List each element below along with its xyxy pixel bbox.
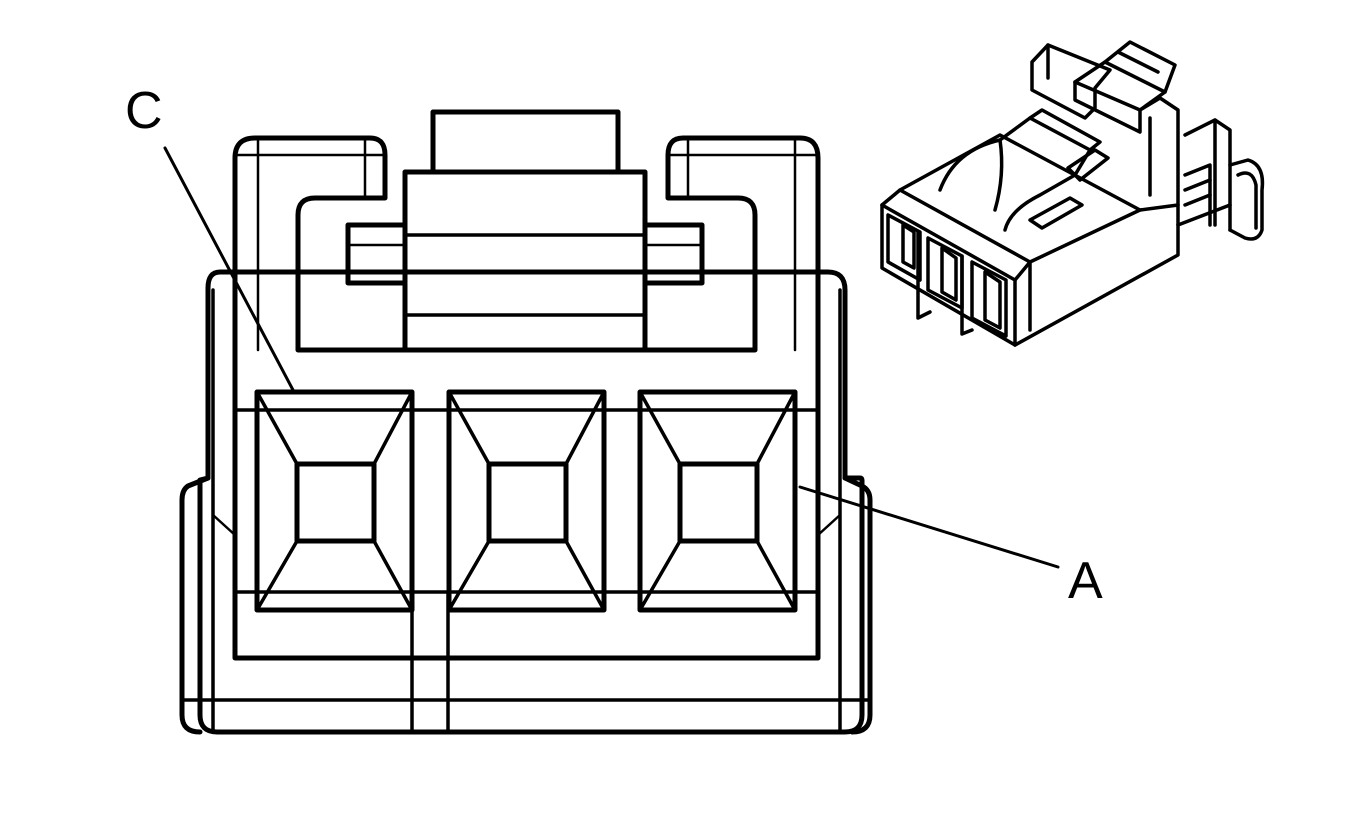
- callout-leader-a: [798, 485, 1060, 569]
- callout-a: A: [798, 485, 1103, 610]
- terminal-cavity: [637, 389, 798, 613]
- connector-isometric-view: [880, 40, 1265, 347]
- connector-upper-housing: [232, 135, 821, 661]
- terminal-cavity: [446, 389, 607, 613]
- callout-label-a: A: [1068, 552, 1103, 610]
- cavity-side-left: [211, 513, 237, 537]
- latch-top-block: [430, 109, 621, 175]
- callout-label-c: C: [125, 82, 163, 140]
- cavity-side-right: [816, 513, 842, 537]
- latch-wing-right: [642, 222, 705, 286]
- latch-wing-left: [345, 222, 408, 286]
- connector-outer-shell: [197, 269, 865, 735]
- connector-face-view: [179, 109, 873, 735]
- connector-outer-shell-lower-right: [842, 475, 873, 735]
- latch-body: [402, 169, 648, 353]
- connector-outer-shell-lower: [179, 475, 211, 735]
- callout-leader-c: [163, 146, 295, 392]
- callout-c: C: [125, 82, 295, 392]
- terminal-cavity: [254, 389, 415, 613]
